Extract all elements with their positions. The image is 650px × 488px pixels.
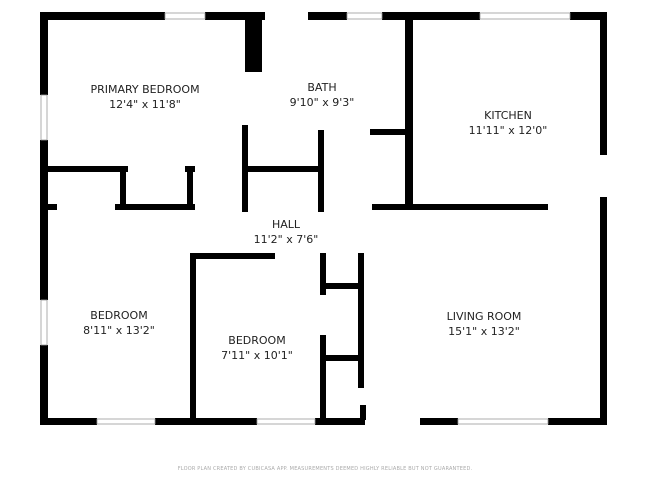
room-name: PRIMARY BEDROOM — [90, 83, 200, 96]
room-name: HALL — [271, 218, 301, 231]
room-name: BEDROOM — [90, 309, 148, 322]
room-name: BATH — [307, 81, 337, 94]
room-name: LIVING ROOM — [446, 310, 522, 323]
room-size: 8'11" x 13'2" — [83, 324, 155, 337]
room-hall: HALL 11'2" x 7'6" — [254, 217, 319, 247]
room-bath: BATH 9'10" x 9'3" — [290, 80, 355, 110]
footer-disclaimer: FLOOR PLAN CREATED BY CUBICASA APP. MEAS… — [177, 466, 473, 472]
room-size: 15'1" x 13'2" — [448, 325, 520, 338]
room-size: 12'4" x 11'8" — [109, 98, 181, 111]
room-bedroom-2: BEDROOM 7'11" x 10'1" — [221, 333, 293, 363]
room-size: 11'11" x 12'0" — [468, 124, 548, 137]
walls — [40, 12, 607, 425]
room-name: BEDROOM — [228, 334, 286, 347]
room-bedroom-1: BEDROOM 8'11" x 13'2" — [83, 308, 155, 338]
room-name: KITCHEN — [484, 109, 532, 122]
room-size: 9'10" x 9'3" — [289, 96, 355, 109]
windows — [40, 12, 571, 425]
room-kitchen: KITCHEN 11'11" x 12'0" — [469, 108, 548, 138]
room-primary-bedroom: PRIMARY BEDROOM 12'4" x 11'8" — [90, 82, 199, 112]
room-size: 11'2" x 7'6" — [253, 233, 319, 246]
room-size: 7'11" x 10'1" — [221, 349, 293, 362]
room-living-room: LIVING ROOM 15'1" x 13'2" — [447, 309, 522, 339]
